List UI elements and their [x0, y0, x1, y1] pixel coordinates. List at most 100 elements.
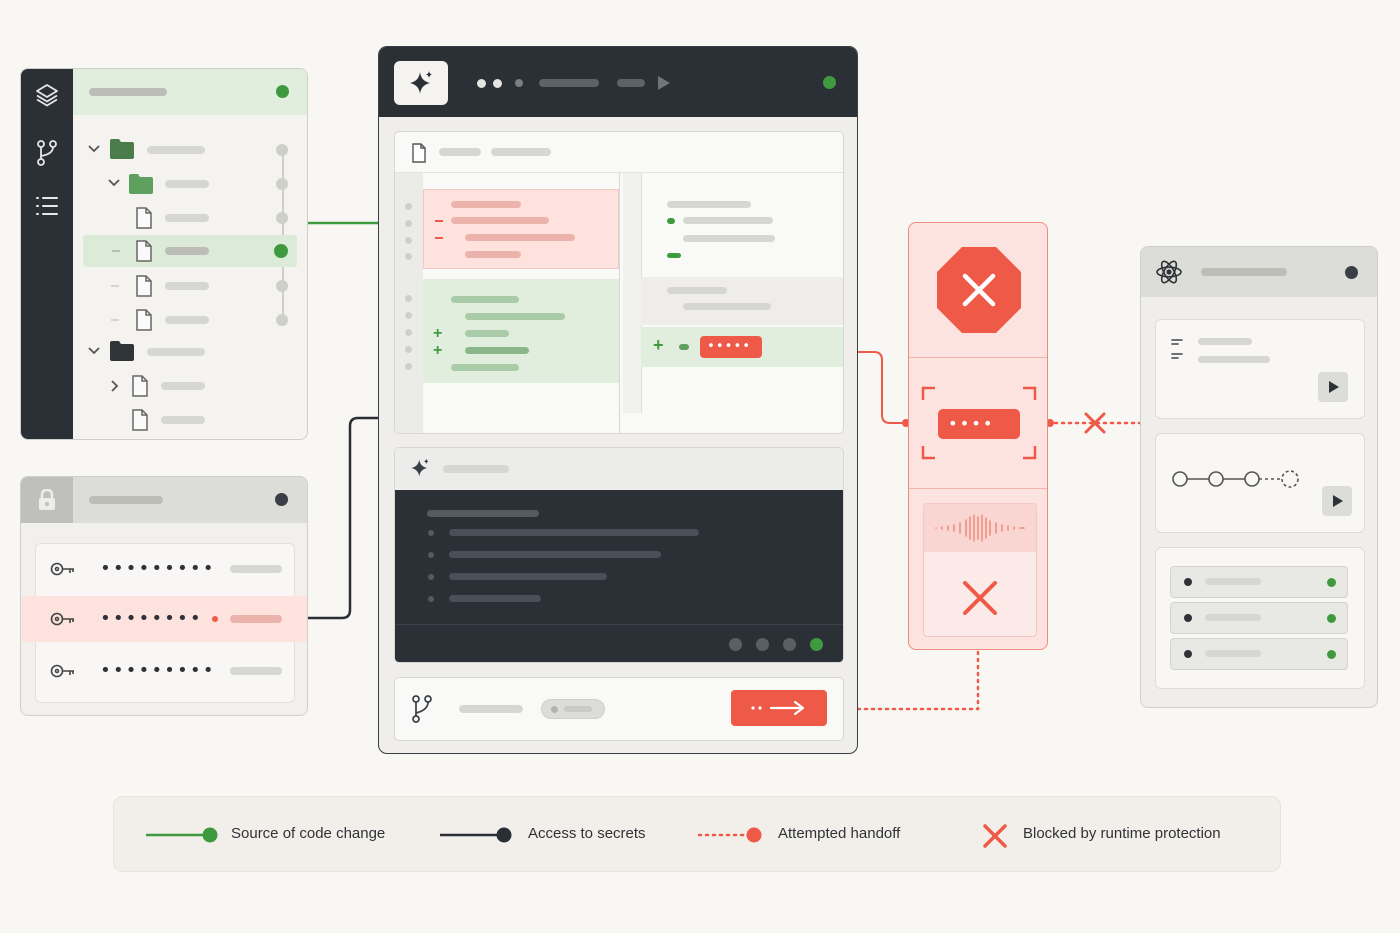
tree-row[interactable]	[73, 337, 307, 367]
legend-handoff-label: Attempted handoff	[778, 825, 901, 842]
legend-secrets-swatch	[440, 827, 512, 843]
stop-octagon-icon	[937, 247, 1021, 333]
diff-left-pane: + +	[395, 173, 619, 433]
lock-icon	[37, 489, 57, 511]
file-tree-header	[73, 69, 307, 115]
folder-icon	[110, 139, 134, 159]
key-icon	[50, 663, 76, 679]
branch-icon[interactable]	[35, 139, 59, 167]
runtime-status-dot	[1345, 266, 1358, 279]
legend-blocked-swatch	[983, 824, 1007, 848]
tree-row[interactable]	[73, 305, 307, 335]
runtime-header	[1141, 247, 1377, 297]
diff-right-pane: + •••••	[641, 173, 843, 433]
list-icon[interactable]	[35, 195, 59, 217]
service-row[interactable]	[1170, 566, 1348, 598]
service-row[interactable]	[1170, 602, 1348, 634]
terminal-header	[395, 448, 843, 490]
assistant-terminal	[394, 447, 844, 663]
legend-source-swatch	[146, 827, 218, 843]
runtime-environment-panel	[1140, 246, 1378, 708]
branch-icon	[412, 695, 432, 723]
editor-titlebar	[379, 47, 857, 117]
terminal-output	[395, 490, 843, 662]
masked-secret-value: ••••••••	[100, 608, 203, 629]
legend: Source of code change Access to secrets …	[113, 796, 1281, 872]
secret-row-exposed[interactable]: ••••••••	[22, 596, 307, 642]
secrets-list: ••••••••• •••••••• •••••••••	[22, 543, 307, 703]
secret-row[interactable]: •••••••••	[36, 544, 294, 594]
ai-editor-window: + + +	[378, 46, 858, 754]
file-tree-panel	[20, 68, 308, 440]
atom-icon	[1156, 260, 1182, 284]
x-icon	[963, 581, 997, 615]
tree-row-selected[interactable]	[83, 235, 297, 267]
leaked-token-chip: •••••	[700, 336, 762, 358]
run-button[interactable]	[1318, 372, 1348, 402]
terminal-status-dot	[810, 638, 823, 651]
sparkle-icon	[411, 458, 429, 477]
play-icon[interactable]	[657, 75, 671, 91]
service-status-dot	[1327, 650, 1336, 659]
tree-row[interactable]	[73, 371, 307, 401]
sparkle-icon	[410, 71, 432, 94]
tree-row[interactable]	[73, 169, 307, 199]
legend-handoff-swatch	[698, 827, 762, 843]
file-icon	[136, 275, 152, 297]
secret-row[interactable]: •••••••••	[36, 646, 294, 696]
intercepted-token-chip: ••••	[938, 409, 1020, 439]
service-status-dot	[1327, 614, 1336, 623]
job-card	[1155, 319, 1365, 419]
ai-assistant-button[interactable]	[394, 61, 448, 105]
signal-analysis	[923, 503, 1037, 637]
runtime-protection-panel: ••••	[908, 222, 1048, 650]
services-card	[1155, 547, 1365, 689]
intercepted-secret: ••••	[909, 358, 1047, 489]
file-icon	[132, 409, 148, 431]
legend-secrets-label: Access to secrets	[528, 825, 646, 842]
file-icon	[412, 143, 426, 163]
status-dot-online	[276, 85, 289, 98]
masked-secret-value: •••••••••	[100, 660, 216, 681]
legend-blocked-label: Blocked by runtime protection	[1023, 825, 1221, 842]
session-status-dot	[823, 76, 836, 89]
commit-bar	[394, 677, 844, 741]
arrow-right-icon	[751, 700, 805, 716]
run-button[interactable]	[1322, 486, 1352, 516]
tree-row[interactable]	[73, 203, 307, 233]
vault-header	[21, 477, 307, 523]
tree-row[interactable]	[73, 135, 307, 165]
diff-header	[395, 132, 843, 173]
activity-sidebar	[21, 69, 73, 439]
blocked-x-icon	[1084, 412, 1106, 434]
waveform-icon	[935, 514, 1025, 542]
exposed-secret-dot	[212, 616, 218, 622]
folder-icon	[129, 174, 153, 194]
service-status-dot	[1327, 578, 1336, 587]
tree-row[interactable]	[73, 405, 307, 435]
file-icon	[132, 375, 148, 397]
layers-icon[interactable]	[34, 82, 60, 108]
legend-source-label: Source of code change	[231, 825, 386, 842]
file-icon	[136, 240, 152, 262]
play-icon	[1333, 495, 1343, 507]
list-icon	[1171, 339, 1183, 359]
secrets-vault-panel: ••••••••• •••••••• •••••••••	[20, 476, 308, 716]
pipeline-steps-icon	[1172, 470, 1299, 488]
file-icon	[136, 207, 152, 229]
vault-status-dot	[275, 493, 288, 506]
pipeline-card	[1155, 433, 1365, 533]
branch-toggle[interactable]	[541, 699, 605, 719]
tree-row[interactable]	[73, 271, 307, 301]
push-button[interactable]	[731, 690, 827, 726]
commit-handoff-connector	[840, 650, 980, 711]
service-row[interactable]	[1170, 638, 1348, 670]
diff-view: + + +	[394, 131, 844, 434]
changed-file-dot	[274, 244, 288, 258]
blocked-indicator	[909, 223, 1047, 358]
folder-icon	[110, 341, 134, 361]
key-icon	[50, 561, 76, 577]
file-icon	[136, 309, 152, 331]
key-icon	[50, 611, 76, 627]
